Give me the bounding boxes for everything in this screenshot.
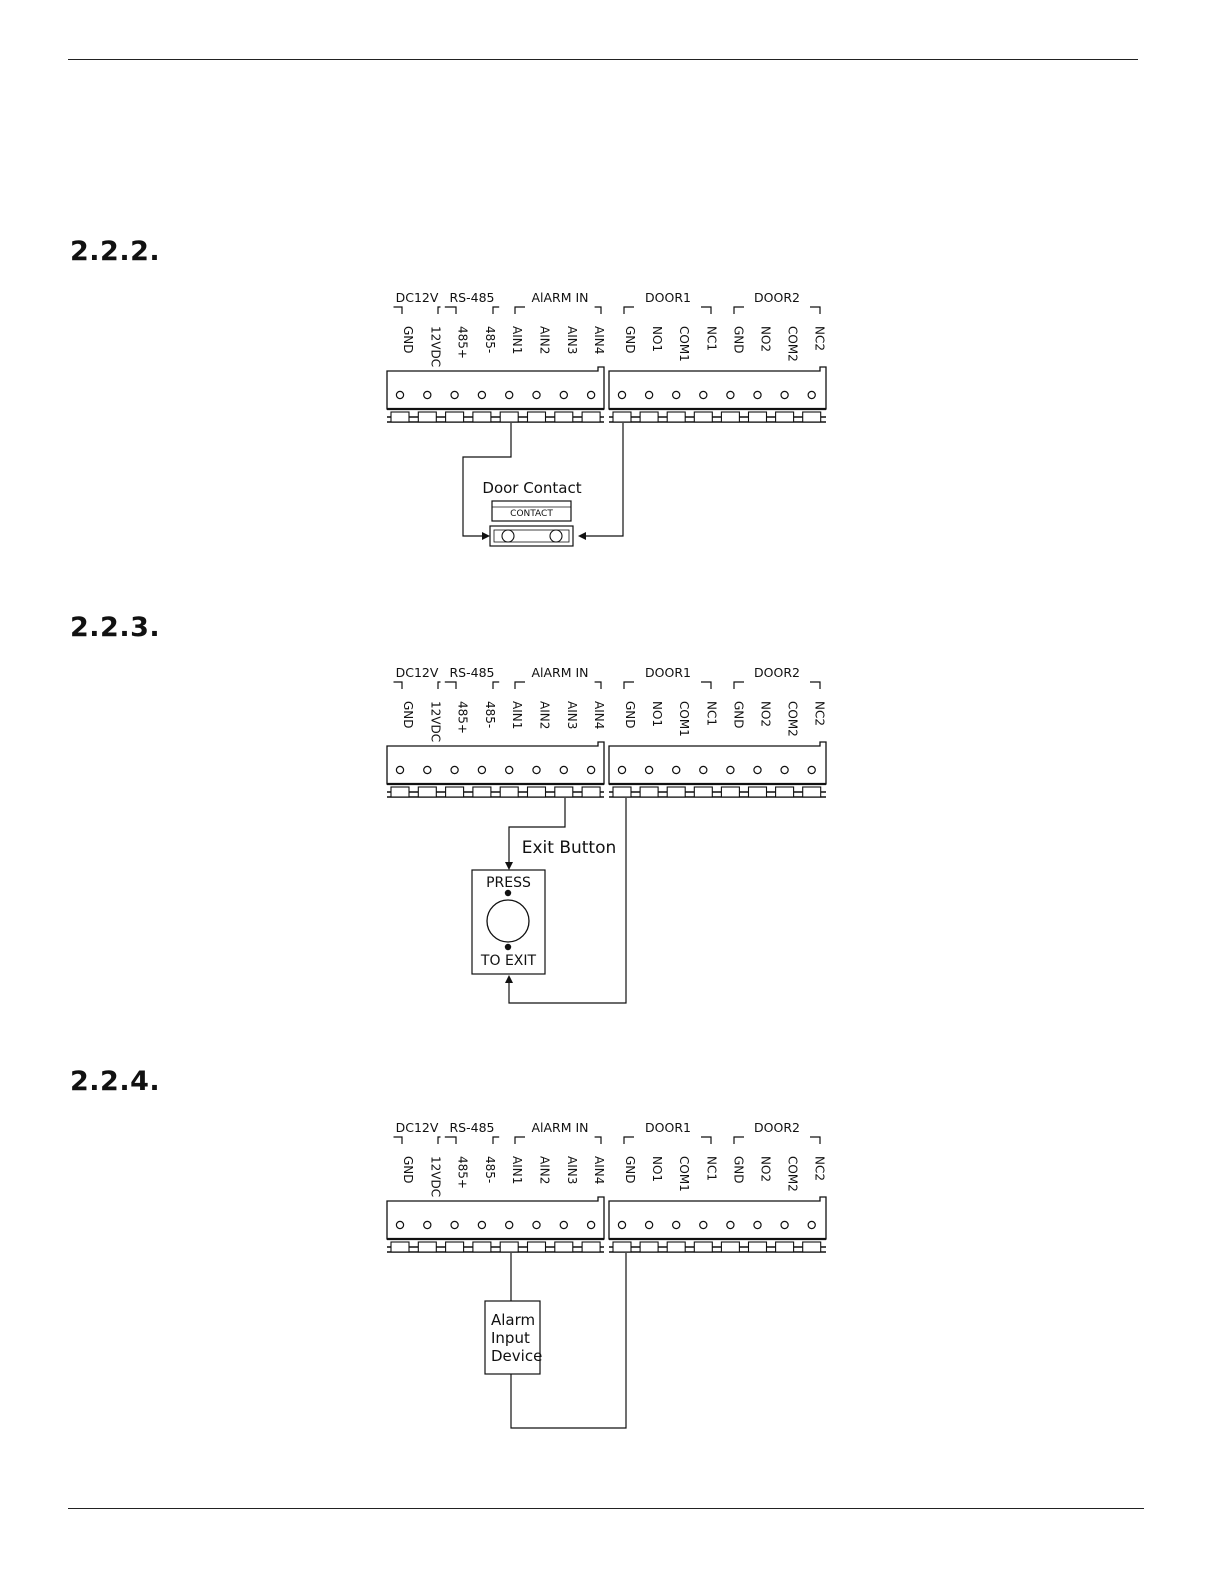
terminal-label-ain2-5: AIN2	[538, 326, 552, 354]
group-label-door2: DOOR2	[754, 665, 800, 680]
terminal-label-no2-13: NO2	[759, 326, 773, 352]
group-label-rs-485: RS-485	[450, 1120, 495, 1135]
terminal-label-no2-13: NO2	[759, 1156, 773, 1182]
group-label-alarm-in: AlARM IN	[531, 290, 588, 305]
terminal-label-com2-14: COM2	[786, 326, 800, 362]
alarm-label-line-1: Alarm	[491, 1311, 535, 1329]
alarm-input-wiring	[510, 1253, 627, 1429]
exit-button-device: PRESS TO EXIT	[471, 869, 546, 975]
terminal-label-485-3: 485-	[483, 701, 497, 728]
group-label-dc12v: DC12V	[396, 665, 439, 680]
door-contact-device: CONTACT	[489, 500, 574, 547]
terminal-label-nc1-11: NC1	[704, 326, 718, 351]
terminal-label-485-2: 485+	[456, 326, 470, 359]
alarm-label-line-3: Device	[491, 1347, 542, 1365]
terminal-label-gnd-0: GND	[401, 1156, 415, 1184]
terminal-label-no1-9: NO1	[650, 326, 664, 352]
alarm-input-device: Alarm Input Device	[484, 1300, 542, 1375]
footer-rule	[68, 1508, 1144, 1509]
terminal-label-gnd-12: GND	[731, 1156, 745, 1184]
terminal-label-12vdc-1: 12VDC	[428, 701, 442, 742]
terminal-label-ain4-7: AIN4	[592, 701, 606, 729]
group-label-door1: DOOR1	[645, 665, 691, 680]
terminal-label-ain4-7: AIN4	[592, 1156, 606, 1184]
terminal-label-ain1-4: AIN1	[510, 701, 524, 729]
terminal-label-485-2: 485+	[456, 701, 470, 734]
terminal-label-ain1-4: AIN1	[510, 1156, 524, 1184]
terminal-label-485-2: 485+	[456, 1156, 470, 1189]
group-label-door2: DOOR2	[754, 1120, 800, 1135]
terminal-label-com1-10: COM1	[677, 326, 691, 362]
terminal-label-ain2-5: AIN2	[538, 701, 552, 729]
terminal-label-gnd-8: GND	[623, 701, 637, 729]
alarm-label-line-2: Input	[491, 1329, 530, 1347]
group-label-door1: DOOR1	[645, 290, 691, 305]
door-contact-label: Door Contact	[482, 479, 581, 497]
door-contact-wiring	[462, 423, 624, 540]
contact-inner-label: CONTACT	[510, 509, 553, 519]
terminal-label-12vdc-1: 12VDC	[428, 326, 442, 367]
terminal-label-nc2-15: NC2	[813, 1156, 827, 1181]
terminal-label-gnd-8: GND	[623, 1156, 637, 1184]
terminal-label-gnd-0: GND	[401, 701, 415, 729]
exit-button-label: Exit Button	[522, 838, 617, 858]
terminal-label-com1-10: COM1	[677, 701, 691, 737]
group-label-door1: DOOR1	[645, 1120, 691, 1135]
group-label-rs-485: RS-485	[450, 290, 495, 305]
group-label-rs-485: RS-485	[450, 665, 495, 680]
group-label-door2: DOOR2	[754, 290, 800, 305]
terminal-label-12vdc-1: 12VDC	[428, 1156, 442, 1197]
terminal-label-nc2-15: NC2	[813, 326, 827, 351]
to-exit-label: TO EXIT	[480, 953, 537, 969]
terminal-label-gnd-12: GND	[731, 326, 745, 354]
terminal-label-no1-9: NO1	[650, 1156, 664, 1182]
terminal-label-gnd-0: GND	[401, 326, 415, 354]
terminal-label-com1-10: COM1	[677, 1156, 691, 1192]
terminal-label-ain3-6: AIN3	[565, 701, 579, 729]
group-label-dc12v: DC12V	[396, 290, 439, 305]
terminal-label-ain2-5: AIN2	[538, 1156, 552, 1184]
terminal-label-gnd-12: GND	[731, 701, 745, 729]
terminal-label-485-3: 485-	[483, 326, 497, 353]
exit-button-wiring	[505, 798, 627, 1004]
section-heading-2-2-2: 2.2.2.	[70, 236, 161, 267]
terminal-label-ain3-6: AIN3	[565, 326, 579, 354]
group-label-alarm-in: AlARM IN	[531, 665, 588, 680]
section-heading-2-2-3: 2.2.3.	[70, 612, 161, 643]
terminal-label-no1-9: NO1	[650, 701, 664, 727]
terminal-label-nc2-15: NC2	[813, 701, 827, 726]
terminal-label-ain4-7: AIN4	[592, 326, 606, 354]
terminal-label-nc1-11: NC1	[704, 1156, 718, 1181]
terminal-label-com2-14: COM2	[786, 1156, 800, 1192]
terminal-label-ain1-4: AIN1	[510, 326, 524, 354]
terminal-label-ain3-6: AIN3	[565, 1156, 579, 1184]
terminal-label-gnd-8: GND	[623, 326, 637, 354]
press-label: PRESS	[486, 875, 531, 891]
terminal-label-no2-13: NO2	[759, 701, 773, 727]
group-label-dc12v: DC12V	[396, 1120, 439, 1135]
terminal-label-485-3: 485-	[483, 1156, 497, 1183]
header-rule	[68, 59, 1138, 60]
terminal-label-nc1-11: NC1	[704, 701, 718, 726]
terminal-label-com2-14: COM2	[786, 701, 800, 737]
group-label-alarm-in: AlARM IN	[531, 1120, 588, 1135]
section-heading-2-2-4: 2.2.4.	[70, 1066, 161, 1097]
